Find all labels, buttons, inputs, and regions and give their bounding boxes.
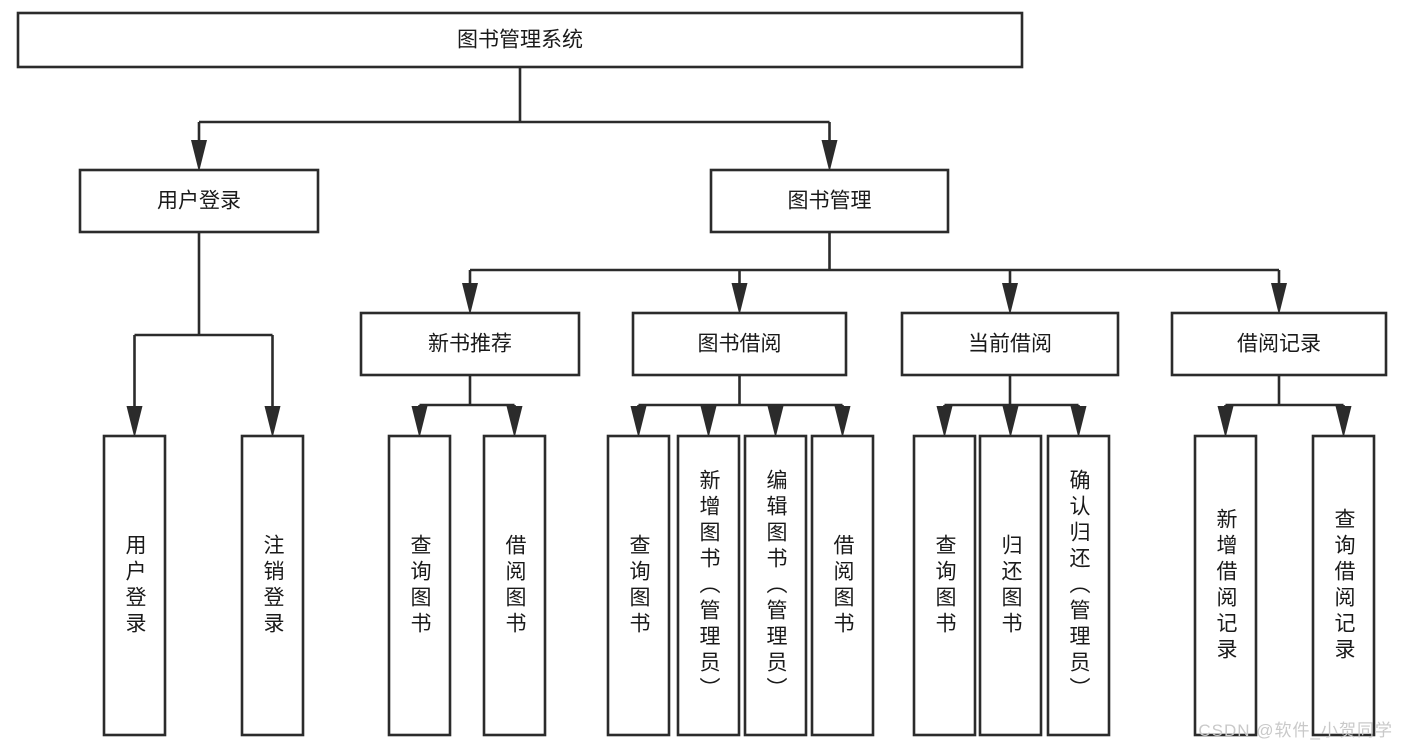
- arrow-head-icon: [191, 140, 207, 172]
- node-box-leaf-user-login[interactable]: [102, 434, 167, 737]
- arrow-head-icon: [1002, 406, 1019, 438]
- node-box-leaf-add-book[interactable]: [676, 434, 741, 737]
- connector-group-current_borrow: [936, 375, 1087, 438]
- node-box-leaf-query-book-rec[interactable]: [387, 434, 452, 737]
- node-box-leaf-borrow-book-bb[interactable]: [810, 434, 875, 737]
- watermark-text: CSDN @软件_小贺同学: [1198, 721, 1393, 740]
- node-box-leaf-add-record[interactable]: [1193, 434, 1258, 737]
- connectors-layer: [126, 67, 1352, 438]
- connector-group-book_manage: [462, 232, 1287, 315]
- node-box-borrow-record[interactable]: [1170, 311, 1388, 377]
- connector-group-borrow_record: [1217, 375, 1352, 438]
- node-box-leaf-borrow-book-rec[interactable]: [482, 434, 547, 737]
- node-label-book-borrow: 图书借阅: [698, 333, 782, 356]
- arrow-head-icon: [834, 406, 851, 438]
- node-box-root[interactable]: [16, 11, 1024, 69]
- node-box-leaf-return-book[interactable]: [978, 434, 1043, 737]
- arrow-head-icon: [630, 406, 647, 438]
- node-box-book-borrow[interactable]: [631, 311, 848, 377]
- arrow-head-icon: [821, 140, 838, 172]
- node-box-leaf-logout[interactable]: [240, 434, 305, 737]
- node-box-leaf-confirm-return[interactable]: [1046, 434, 1111, 737]
- arrow-head-icon: [1271, 283, 1287, 315]
- node-label-new-book-rec: 新书推荐: [428, 333, 512, 356]
- node-box-leaf-edit-book[interactable]: [743, 434, 808, 737]
- arrow-head-icon: [767, 406, 784, 438]
- arrow-head-icon: [264, 406, 281, 438]
- arrow-head-icon: [1070, 406, 1087, 438]
- node-label-user-login: 用户登录: [157, 190, 241, 213]
- arrow-head-icon: [1217, 406, 1234, 438]
- node-box-book-manage[interactable]: [709, 168, 950, 234]
- connector-group-book_borrow: [630, 375, 851, 438]
- node-label-current-borrow: 当前借阅: [968, 333, 1052, 356]
- arrow-head-icon: [936, 406, 953, 438]
- arrow-head-icon: [411, 406, 428, 438]
- node-box-user-login[interactable]: [78, 168, 320, 234]
- arrow-head-icon: [1335, 406, 1352, 438]
- node-label-book-manage: 图书管理: [788, 190, 872, 213]
- connector-group-root: [191, 67, 838, 172]
- arrow-head-icon: [506, 406, 523, 438]
- connector-group-user_login: [126, 232, 281, 438]
- node-box-leaf-query-book-cb[interactable]: [912, 434, 977, 737]
- node-label-root: 图书管理系统: [457, 29, 583, 52]
- node-label-borrow-record: 借阅记录: [1237, 333, 1321, 356]
- arrow-head-icon: [462, 283, 478, 315]
- node-boxes-layer: [16, 11, 1388, 737]
- connector-group-new_book_rec: [411, 375, 523, 438]
- arrow-head-icon: [700, 406, 717, 438]
- arrow-head-icon: [126, 406, 143, 438]
- arrow-head-icon: [731, 283, 748, 315]
- node-box-leaf-query-record[interactable]: [1311, 434, 1376, 737]
- arrow-head-icon: [1002, 283, 1018, 315]
- node-box-current-borrow[interactable]: [900, 311, 1120, 377]
- node-box-leaf-query-book-bb[interactable]: [606, 434, 671, 737]
- node-box-new-book-rec[interactable]: [359, 311, 581, 377]
